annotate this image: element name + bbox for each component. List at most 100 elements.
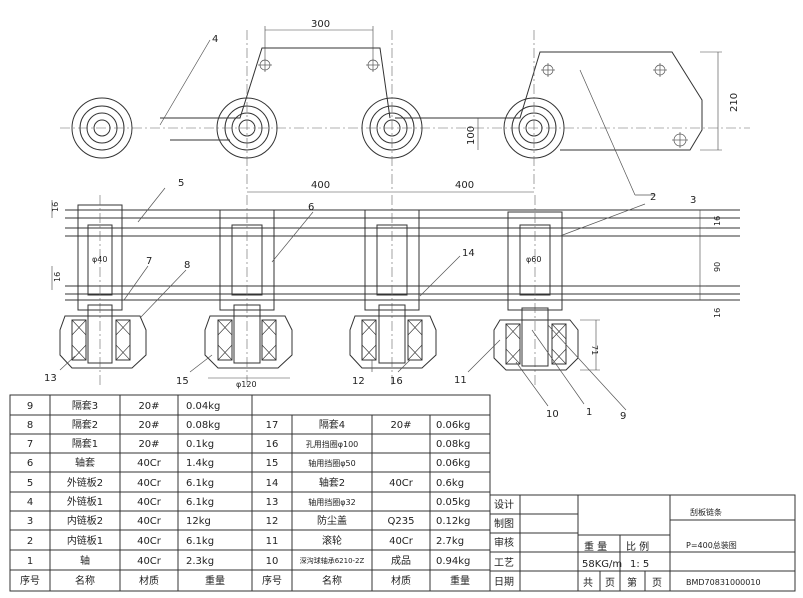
page-label-2: 页 (652, 577, 662, 589)
table-row: 9 隔套3 20# 0.04kg (27, 399, 221, 412)
callout-1: 1 (586, 407, 592, 418)
part-no: 10 (266, 556, 279, 567)
part-no: 7 (27, 439, 33, 450)
dim-71: 71 (590, 345, 599, 355)
parts-left-rows: 9 隔套3 20# 0.04kg 8 隔套2 20# 0.08kg 7 隔套1 … (27, 399, 221, 567)
part-weight: 1.4kg (186, 458, 214, 469)
part-name: 内链板2 (67, 514, 103, 527)
table-row: 10 深沟球轴承6210-2Z 成品 0.94kg (266, 555, 471, 567)
signoff-process: 工艺 (494, 557, 514, 569)
drawing-number: BMD70831000010 (686, 578, 761, 587)
part-no: 15 (266, 458, 279, 469)
part-material: Q235 (388, 516, 415, 527)
callout-15: 15 (176, 376, 189, 387)
part-weight: 0.94kg (436, 556, 470, 567)
weight-label: 重 量 (584, 540, 607, 553)
part-weight: 0.08kg (186, 420, 220, 431)
roller-section-2 (204, 304, 293, 369)
table-row: 3 内链板2 40Cr 12kg (27, 514, 211, 527)
dim-210: 210 (729, 93, 740, 112)
part-weight: 6.1kg (186, 536, 214, 547)
part-no: 3 (27, 516, 33, 527)
signoff-date: 日期 (494, 576, 514, 588)
part-material: 40Cr (137, 516, 162, 527)
part-weight: 0.08kg (436, 439, 470, 450)
part-name: 轴套 (75, 456, 95, 469)
part-name: 轴套2 (319, 476, 345, 489)
header-no-2: 序号 (262, 574, 282, 587)
callout-4: 4 (212, 34, 218, 45)
part-material: 40Cr (389, 536, 414, 547)
callout-5: 5 (178, 178, 184, 189)
part-no: 16 (266, 439, 279, 450)
table-row: 5 外链板2 40Cr 6.1kg (27, 476, 214, 489)
part-material: 40Cr (137, 536, 162, 547)
top-view: 300 210 100 400 400 4 2 (60, 19, 750, 203)
outer-link-plate-left (160, 47, 391, 119)
outer-link-plate-right (395, 51, 703, 151)
callout-13: 13 (44, 373, 57, 384)
dim-100: 100 (466, 126, 477, 145)
dim-300: 300 (311, 19, 330, 30)
roller-section-3 (349, 304, 437, 369)
part-weight: 0.06kg (436, 458, 470, 469)
callout-12: 12 (352, 376, 365, 387)
dim-phi60: φ60 (526, 255, 541, 264)
header-weight: 重量 (205, 574, 225, 587)
table-row: 16 孔用挡圈φ100 0.08kg (266, 439, 471, 450)
table-row: 7 隔套1 20# 0.1kg (27, 437, 214, 450)
roller-top-1 (71, 97, 133, 159)
title-block (489, 494, 796, 592)
part-no: 9 (27, 401, 33, 412)
signoff-draft: 制图 (494, 517, 514, 530)
callout-6: 6 (308, 202, 314, 213)
part-no: 11 (266, 536, 279, 547)
table-row: 13 轴用挡圈φ32 0.05kg (266, 497, 471, 508)
callout-9: 9 (620, 411, 626, 422)
dim-400-a: 400 (311, 180, 330, 191)
pin-assembly-3 (364, 195, 420, 385)
part-weight: 0.05kg (436, 497, 470, 508)
table-row: 6 轴套 40Cr 1.4kg (27, 456, 214, 469)
roller-section-4 (493, 307, 579, 371)
scale-label: 比 例 (626, 540, 649, 553)
signoff-labels: 设计 制图 审核 工艺 日期 (494, 498, 514, 588)
callout-3: 3 (690, 195, 696, 206)
page-label-1: 页 (605, 577, 615, 589)
part-name: 隔套4 (319, 418, 345, 431)
table-row: 4 外链板1 40Cr 6.1kg (27, 495, 214, 508)
parts-right-rows: 17 隔套4 20# 0.06kg 16 孔用挡圈φ100 0.08kg 15 … (266, 418, 471, 567)
part-weight: 2.3kg (186, 556, 214, 567)
callout-8: 8 (184, 260, 190, 271)
part-no: 8 (27, 420, 33, 431)
callout-14: 14 (462, 248, 475, 259)
dim-phi120: φ120 (236, 380, 257, 389)
part-weight: 6.1kg (186, 497, 214, 508)
part-name: 防尘盖 (317, 514, 347, 527)
part-material: 40Cr (137, 458, 162, 469)
header-weight-2: 重量 (450, 574, 470, 587)
title-block-fields: 重 量 比 例 58KG/m 1: 5 共 页 第 页 刮板链条 P=400总装… (582, 507, 761, 589)
part-weight: 0.06kg (436, 420, 470, 431)
table-row: 8 隔套2 20# 0.08kg (27, 418, 221, 431)
dim-16-left: 16 (53, 272, 62, 282)
part-no: 4 (27, 497, 33, 508)
part-material: 40Cr (389, 478, 414, 489)
roller-section-1 (59, 304, 147, 369)
pin-assembly-2 (219, 195, 275, 385)
callout-16: 16 (390, 376, 403, 387)
part-weight: 0.6kg (436, 478, 464, 489)
part-material: 20# (390, 420, 411, 431)
part-weight: 2.7kg (436, 536, 464, 547)
part-name: 深沟球轴承6210-2Z (300, 556, 365, 565)
part-name: 孔用挡圈φ100 (306, 439, 359, 449)
part-no: 17 (266, 420, 279, 431)
dim-16-right-bottom: 16 (713, 308, 722, 318)
header-material-2: 材质 (391, 574, 411, 587)
part-weight: 0.1kg (186, 439, 214, 450)
assembly-title: P=400总装图 (686, 540, 737, 550)
dim-90: 90 (713, 262, 722, 272)
table-row: 14 轴套2 40Cr 0.6kg (266, 476, 464, 489)
side-view: 16 16 16 90 16 φ40 φ60 φ120 71 5 6 7 8 3… (44, 178, 740, 422)
table-row: 12 防尘盖 Q235 0.12kg (266, 514, 471, 527)
